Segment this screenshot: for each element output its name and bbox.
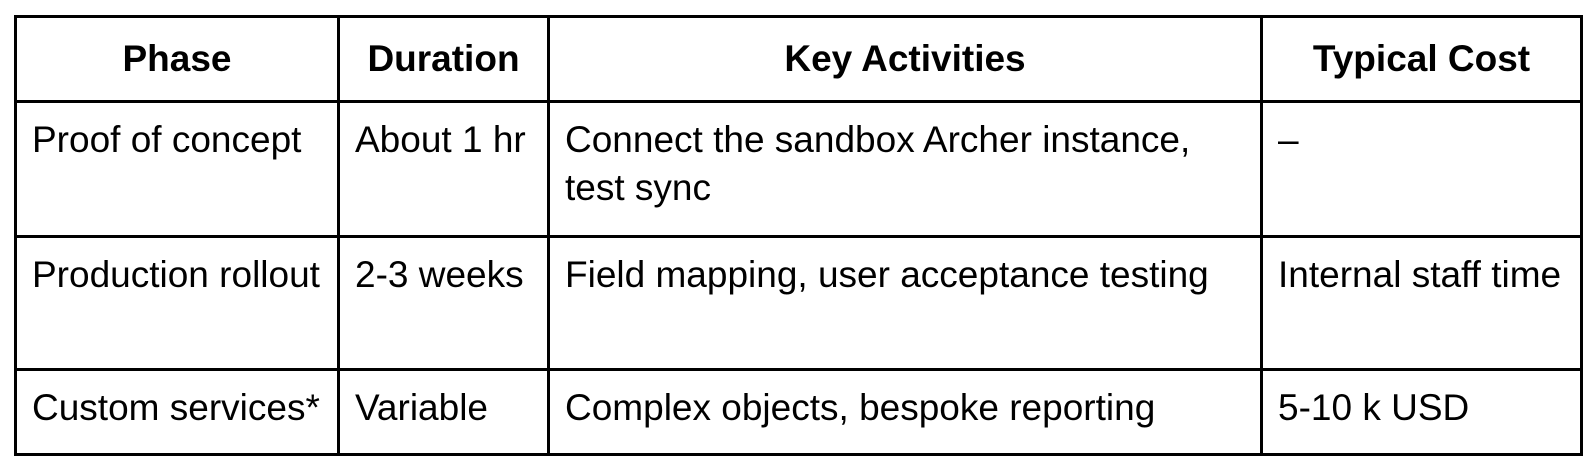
- cell-typical-cost: Internal staff time: [1260, 235, 1583, 371]
- rollout-phases-table: Phase Duration Key Activities Typical Co…: [14, 15, 1583, 456]
- cell-duration: 2-3 weeks: [337, 235, 550, 371]
- cell-key-activities: Field mapping, user acceptance testing: [547, 235, 1263, 371]
- header-phase: Phase: [14, 15, 340, 103]
- cell-phase: Proof of concept: [14, 100, 340, 238]
- cell-key-activities: Connect the sandbox Archer instance, tes…: [547, 100, 1263, 238]
- cell-duration: About 1 hr: [337, 100, 550, 238]
- header-key-activities: Key Activities: [547, 15, 1263, 103]
- cell-phase: Production rollout: [14, 235, 340, 371]
- cell-key-activities: Complex objects, bespoke reporting: [547, 368, 1263, 456]
- cell-phase: Custom services*: [14, 368, 340, 456]
- table-header-row: Phase Duration Key Activities Typical Co…: [14, 15, 1583, 103]
- cell-typical-cost: 5-10 k USD: [1260, 368, 1583, 456]
- table-row: Proof of concept About 1 hr Connect the …: [14, 100, 1583, 238]
- header-duration: Duration: [337, 15, 550, 103]
- table-row: Custom services* Variable Complex object…: [14, 368, 1583, 456]
- cell-duration: Variable: [337, 368, 550, 456]
- header-typical-cost: Typical Cost: [1260, 15, 1583, 103]
- table-row: Production rollout 2-3 weeks Field mappi…: [14, 235, 1583, 371]
- cell-typical-cost: –: [1260, 100, 1583, 238]
